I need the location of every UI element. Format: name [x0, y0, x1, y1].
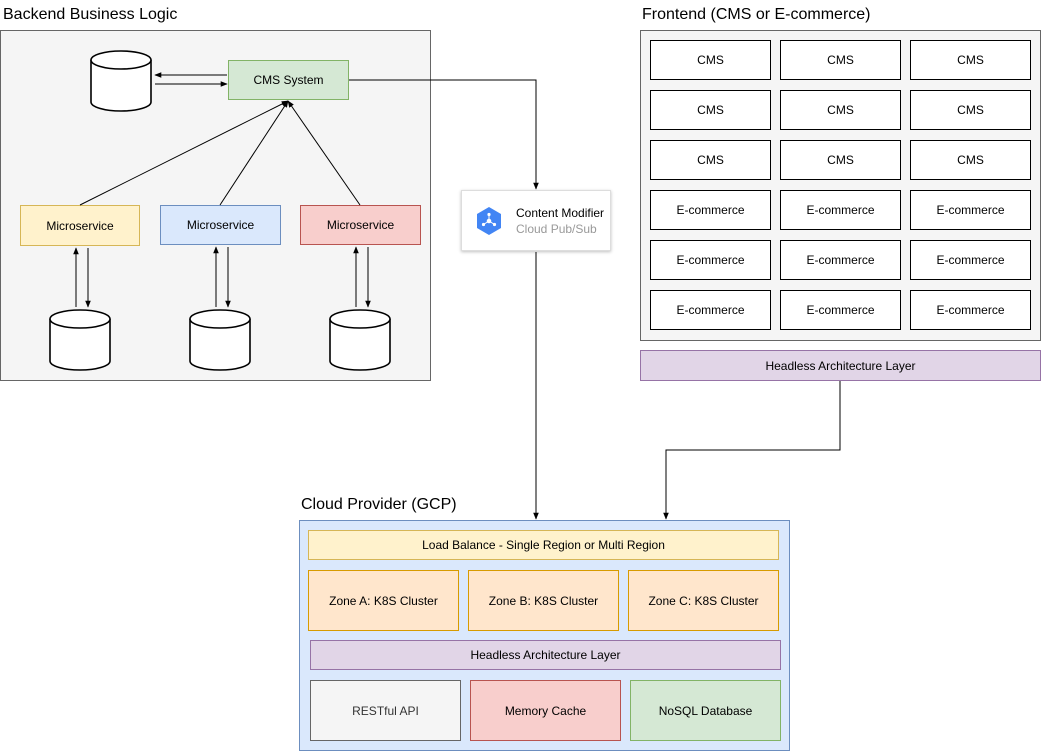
- frontend-cell-r4-c3[interactable]: E-commerce: [910, 190, 1031, 230]
- load-balance-box[interactable]: Load Balance - Single Region or Multi Re…: [308, 530, 779, 560]
- frontend-container: [640, 30, 1041, 341]
- cms-database-icon: [90, 50, 152, 112]
- frontend-cell-r1-c1[interactable]: CMS: [650, 40, 771, 80]
- connector-headless-to-cloud: [663, 381, 841, 520]
- zone-a-box[interactable]: Zone A: K8S Cluster: [308, 570, 459, 631]
- microservice-2-box[interactable]: Microservice: [160, 205, 281, 245]
- frontend-cell-r2-c2[interactable]: CMS: [780, 90, 901, 130]
- connector-ms2-to-cms: [219, 100, 289, 206]
- microservice-3-database-icon: [329, 309, 391, 371]
- frontend-cell-r2-c3[interactable]: CMS: [910, 90, 1031, 130]
- connector-cms-to-pubsub: [349, 79, 539, 190]
- cms-system-box[interactable]: CMS System: [228, 60, 349, 100]
- nosql-database-box[interactable]: NoSQL Database: [630, 680, 781, 741]
- frontend-cell-r3-c3[interactable]: CMS: [910, 140, 1031, 180]
- frontend-title: Frontend (CMS or E-commerce): [642, 6, 871, 23]
- backend-title: Backend Business Logic: [3, 6, 178, 23]
- microservice-3-box[interactable]: Microservice: [300, 205, 421, 245]
- pubsub-service: Cloud Pub/Sub: [516, 222, 597, 236]
- connector-ms1-to-cms: [79, 100, 289, 206]
- frontend-cell-r5-c1[interactable]: E-commerce: [650, 240, 771, 280]
- memory-cache-box[interactable]: Memory Cache: [470, 680, 621, 741]
- pubsub-name: Content Modifier: [516, 206, 605, 220]
- pubsub-card[interactable]: Content Modifier Cloud Pub/Sub: [461, 190, 611, 251]
- microservice-2-database-icon: [189, 309, 251, 371]
- frontend-headless-layer[interactable]: Headless Architecture Layer: [640, 350, 1041, 381]
- microservice-1-box[interactable]: Microservice: [20, 205, 140, 246]
- frontend-cell-r3-c1[interactable]: CMS: [650, 140, 771, 180]
- frontend-cell-r2-c1[interactable]: CMS: [650, 90, 771, 130]
- frontend-cell-r6-c1[interactable]: E-commerce: [650, 290, 771, 330]
- frontend-cell-r5-c2[interactable]: E-commerce: [780, 240, 901, 280]
- frontend-cell-r1-c2[interactable]: CMS: [780, 40, 901, 80]
- frontend-cell-r6-c3[interactable]: E-commerce: [910, 290, 1031, 330]
- connector-ms3-to-cms: [287, 100, 361, 206]
- microservice-1-database-icon: [49, 309, 111, 371]
- frontend-cell-r3-c2[interactable]: CMS: [780, 140, 901, 180]
- restful-api-box[interactable]: RESTful API: [310, 680, 461, 741]
- zone-c-box[interactable]: Zone C: K8S Cluster: [628, 570, 779, 631]
- cloud-headless-layer[interactable]: Headless Architecture Layer: [310, 640, 781, 670]
- cloud-title: Cloud Provider (GCP): [301, 496, 457, 513]
- frontend-cell-r6-c2[interactable]: E-commerce: [780, 290, 901, 330]
- frontend-cell-r4-c1[interactable]: E-commerce: [650, 190, 771, 230]
- zone-b-box[interactable]: Zone B: K8S Cluster: [468, 570, 619, 631]
- frontend-cell-r1-c3[interactable]: CMS: [910, 40, 1031, 80]
- pubsub-hexagon-icon: [477, 207, 501, 235]
- frontend-cell-r4-c2[interactable]: E-commerce: [780, 190, 901, 230]
- frontend-cell-r5-c3[interactable]: E-commerce: [910, 240, 1031, 280]
